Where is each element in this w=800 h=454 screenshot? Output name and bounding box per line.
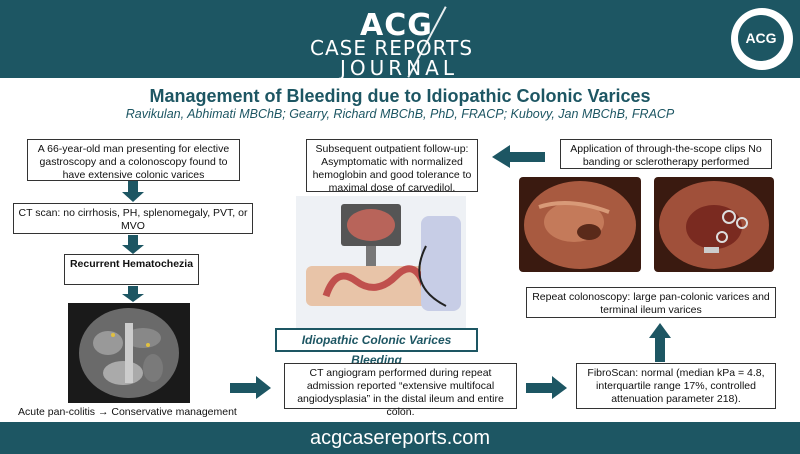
highlight-label: Idiopathic Colonic Varices Bleeding [275,328,478,367]
endoscopy-image-right [654,177,774,272]
seal-text: ACG [738,15,784,61]
college-seal-icon: ACG [731,8,793,70]
arrow-right-icon [526,376,567,399]
footer-url: acgcasereports.com [0,422,800,454]
clips-box: Application of through-the-scope clips N… [560,139,772,169]
logo-case-reports-text: CASE REPORTS [310,36,474,60]
followup-box: Subsequent outpatient follow-up: Asympto… [306,139,478,194]
logo-journal-text: JOURNAL [340,56,458,80]
fibroscan-box: FibroScan: normal (median kPa = 4.8, int… [576,363,776,409]
logo-acg-text: ACG [360,8,433,43]
arrow-down-icon [122,235,144,254]
repeat-colonoscopy-box: Repeat colonoscopy: large pan-colonic va… [526,287,776,318]
left-caption: Acute pan-colitis → Conservative managem… [18,406,237,418]
colonoscopy-illustration [296,196,466,328]
page-title: Management of Bleeding due to Idiopathic… [149,86,651,106]
header-banner: ACG CASE REPORTS JOURNAL ACG [0,0,800,80]
ct-scan-box: CT scan: no cirrhosis, PH, splenomegaly,… [13,203,253,234]
authors-line: Ravikulan, Abhimati MBChB; Gearry, Richa… [125,107,675,121]
recurrent-hematochezia-box: Recurrent Hematochezia [64,254,199,285]
arrow-down-icon [122,286,144,302]
presentation-box: A 66-year-old man presenting for electiv… [27,139,240,181]
arrow-left-icon [492,145,545,168]
arrow-down-icon [122,181,144,202]
arrow-up-icon [649,323,671,362]
endoscopy-image-left [519,177,641,272]
arrow-right-icon [230,376,271,399]
ct-scan-image [68,303,190,403]
ct-angiogram-box: CT angiogram performed during repeat adm… [284,363,517,418]
